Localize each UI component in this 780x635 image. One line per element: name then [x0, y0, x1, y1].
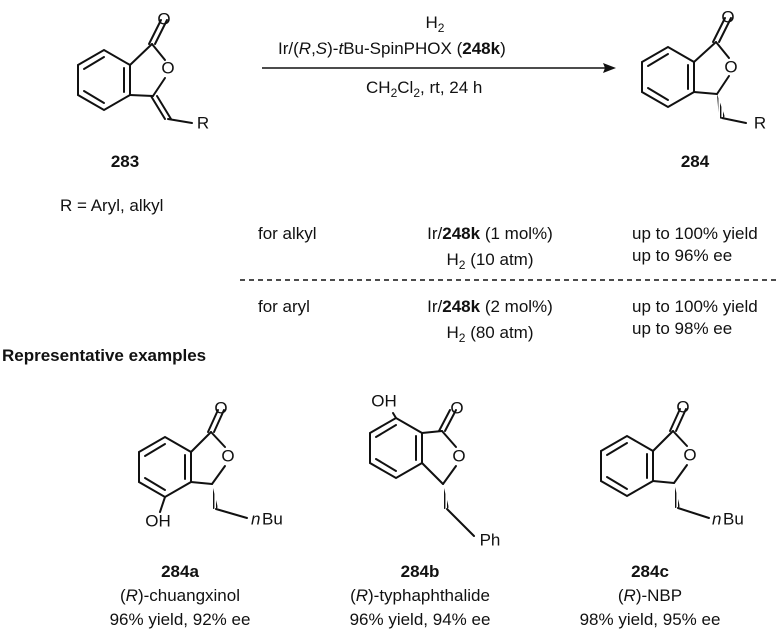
row-aryl-catalyst: Ir/248k (2 mol%) — [427, 297, 553, 316]
examples-heading: Representative examples — [2, 346, 207, 365]
atom-o-carbonyl: O — [721, 7, 734, 26]
atom-o-ring: O — [161, 58, 174, 77]
atom-o-carbonyl: O — [214, 398, 227, 417]
example-284b-structure: OH O O Ph — [369, 391, 501, 549]
product-structure: O O R — [641, 7, 766, 132]
reagent-h2: H2 — [425, 13, 445, 35]
example-284c-name: (R)-NBP — [617, 586, 683, 605]
row-aryl-yield: up to 100% yield — [632, 297, 758, 316]
example-284c-result: 98% yield, 95% ee — [579, 610, 721, 629]
substrate-code: 283 — [110, 152, 140, 171]
atom-o-ring: O — [221, 446, 234, 465]
atom-o-carbonyl: O — [450, 398, 463, 417]
example-284b-result: 96% yield, 94% ee — [349, 610, 491, 629]
substrate-structure: O O R — [77, 9, 209, 132]
example-284c-structure: O O n Bu — [600, 397, 744, 528]
atom-oh: OH — [371, 391, 397, 410]
row-aryl-pressure: H2 (80 atm) — [446, 323, 534, 345]
atom-oh: OH — [145, 511, 171, 530]
atom-o-carbonyl: O — [157, 9, 170, 28]
row-aryl-class: for aryl — [258, 297, 310, 316]
row-alkyl-ee: up to 96% ee — [632, 246, 733, 265]
atom-r: R — [197, 113, 209, 132]
row-aryl-ee: up to 98% ee — [632, 319, 733, 338]
example-284a-name: (R)-chuangxinol — [119, 586, 240, 605]
r-group-definition: R = Aryl, alkyl — [60, 196, 164, 215]
atom-bu: Bu — [262, 509, 283, 528]
atom-o-ring: O — [683, 445, 696, 464]
atom-o-ring: O — [724, 57, 737, 76]
catalyst-label: Ir/(R,S)-tBu-SpinPHOX (248k) — [278, 39, 506, 58]
example-284a-structure: O O OH n Bu — [138, 398, 283, 530]
atom-n: n — [712, 509, 721, 528]
atom-bu: Bu — [723, 509, 744, 528]
example-284b-name: (R)-typhaphthalide — [350, 586, 490, 605]
atom-ph: Ph — [480, 530, 501, 549]
example-284a-result: 96% yield, 92% ee — [109, 610, 251, 629]
solvent-conditions: CH2Cl2, rt, 24 h — [366, 78, 483, 100]
row-alkyl-pressure: H2 (10 atm) — [446, 250, 534, 272]
example-284b-code: 284b — [400, 562, 440, 581]
example-284c-code: 284c — [631, 562, 669, 581]
example-284a-code: 284a — [161, 562, 199, 581]
reaction-arrow — [262, 63, 616, 73]
row-alkyl-yield: up to 100% yield — [632, 224, 758, 243]
atom-o-carbonyl: O — [676, 397, 689, 416]
atom-r: R — [754, 113, 766, 132]
product-code: 284 — [680, 152, 710, 171]
row-alkyl-class: for alkyl — [258, 224, 317, 243]
atom-o-ring: O — [452, 446, 465, 465]
row-alkyl-catalyst: Ir/248k (1 mol%) — [427, 224, 553, 243]
atom-n: n — [251, 509, 260, 528]
